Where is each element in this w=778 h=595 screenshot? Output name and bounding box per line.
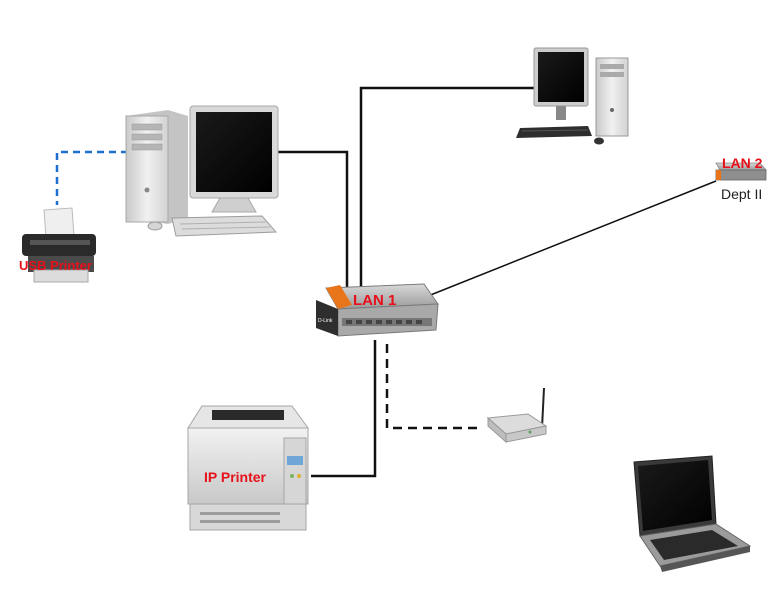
laser-printer-icon [187, 405, 309, 531]
inkjet-printer-icon [22, 207, 96, 283]
link-desktop-top-to-lan1 [359, 86, 548, 288]
link-lan1-to-lan2 [427, 180, 717, 297]
network-switch-icon [715, 162, 767, 181]
laptop-icon [633, 455, 752, 572]
link-lan1-to-ip-printer [311, 340, 377, 478]
usb-link-line [55, 150, 128, 205]
wireless-link-line [385, 344, 482, 430]
connections [55, 86, 717, 478]
link-desktop-main-to-lan1 [278, 150, 349, 288]
lan2-label: LAN 2 [722, 155, 763, 171]
desktop-computer-icon [516, 47, 629, 145]
wireless-access-point-icon [486, 387, 548, 444]
dept2-label: Dept II [721, 186, 762, 202]
ip-printer-label: IP Printer [204, 469, 267, 485]
desktop-computer-icon [125, 105, 279, 237]
usb-printer-label: USB Printer [19, 258, 92, 273]
lan1-label: LAN 1 [353, 292, 396, 309]
switch-brand-label: D-Link [318, 318, 333, 324]
network-switch-icon [316, 283, 439, 337]
